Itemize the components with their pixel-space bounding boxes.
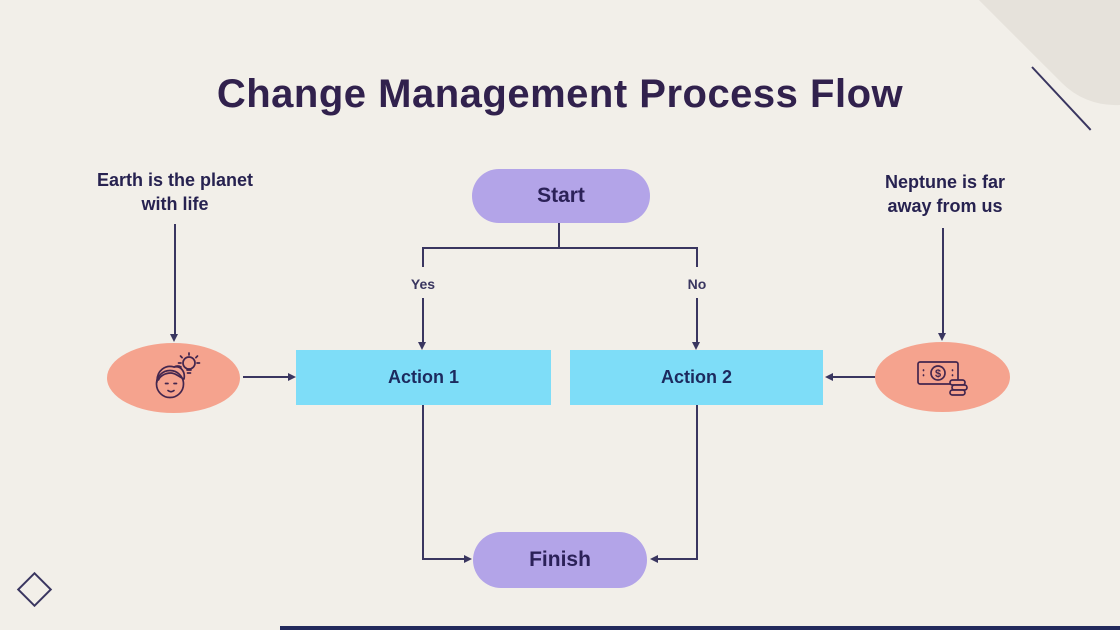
arrowhead-left-annotation — [170, 334, 178, 342]
page-title: Change Management Process Flow — [216, 72, 904, 116]
annotation-right: Neptune is far away from us — [840, 170, 1050, 218]
connector-start-stem — [558, 223, 560, 248]
diamond-outline-decoration — [16, 571, 53, 608]
branch-label-yes: Yes — [410, 276, 436, 292]
annotation-left-line2: with life — [141, 194, 209, 214]
arrowhead-right-annotation — [938, 333, 946, 341]
annotation-right-line2: away from us — [887, 196, 1003, 216]
finish-node-label: Finish — [529, 548, 591, 571]
action2-node[interactable]: Action 2 — [570, 350, 823, 405]
finish-node[interactable]: Finish — [473, 532, 647, 588]
connector-ellipse-to-action1 — [243, 376, 289, 378]
arrowhead-into-action1 — [288, 373, 296, 381]
arrowhead-no-to-action2 — [692, 342, 700, 350]
connector-branch-horizontal — [422, 247, 698, 249]
money-bill-coins-icon: $ — [916, 361, 968, 396]
action2-node-label: Action 2 — [660, 367, 732, 387]
connector-no-upper — [696, 247, 698, 267]
arrowhead-yes-to-action1 — [418, 342, 426, 350]
right-ellipse-node[interactable]: $ — [875, 342, 1010, 412]
connector-action1-down — [422, 405, 424, 560]
connector-action1-to-finish — [422, 558, 466, 560]
annotation-left: Earth is the planet with life — [70, 168, 280, 216]
idea-head-lightbulb-icon — [155, 352, 200, 399]
connector-action2-to-finish — [652, 558, 698, 560]
arrowhead-into-finish-left — [464, 555, 472, 563]
start-node-label: Start — [537, 184, 585, 207]
arrowhead-into-finish-right — [650, 555, 658, 563]
annotation-right-line1: Neptune is far — [884, 172, 1006, 192]
connector-no-lower — [696, 298, 698, 342]
annotation-left-line1: Earth is the planet — [96, 170, 254, 190]
action1-node-label: Action 1 — [387, 367, 459, 387]
start-node[interactable]: Start — [472, 169, 650, 223]
svg-text:$: $ — [934, 368, 940, 380]
connector-yes-upper — [422, 247, 424, 267]
left-ellipse-node[interactable] — [107, 343, 240, 413]
arrowhead-into-action2 — [825, 373, 833, 381]
bottom-accent-bar — [280, 626, 1120, 630]
connector-left-annotation — [174, 224, 176, 334]
connector-ellipse-to-action2 — [827, 376, 876, 378]
action1-node[interactable]: Action 1 — [296, 350, 551, 405]
connector-action2-down — [696, 405, 698, 560]
branch-label-no: No — [687, 276, 707, 292]
connector-yes-lower — [422, 298, 424, 342]
connector-right-annotation — [942, 228, 944, 333]
